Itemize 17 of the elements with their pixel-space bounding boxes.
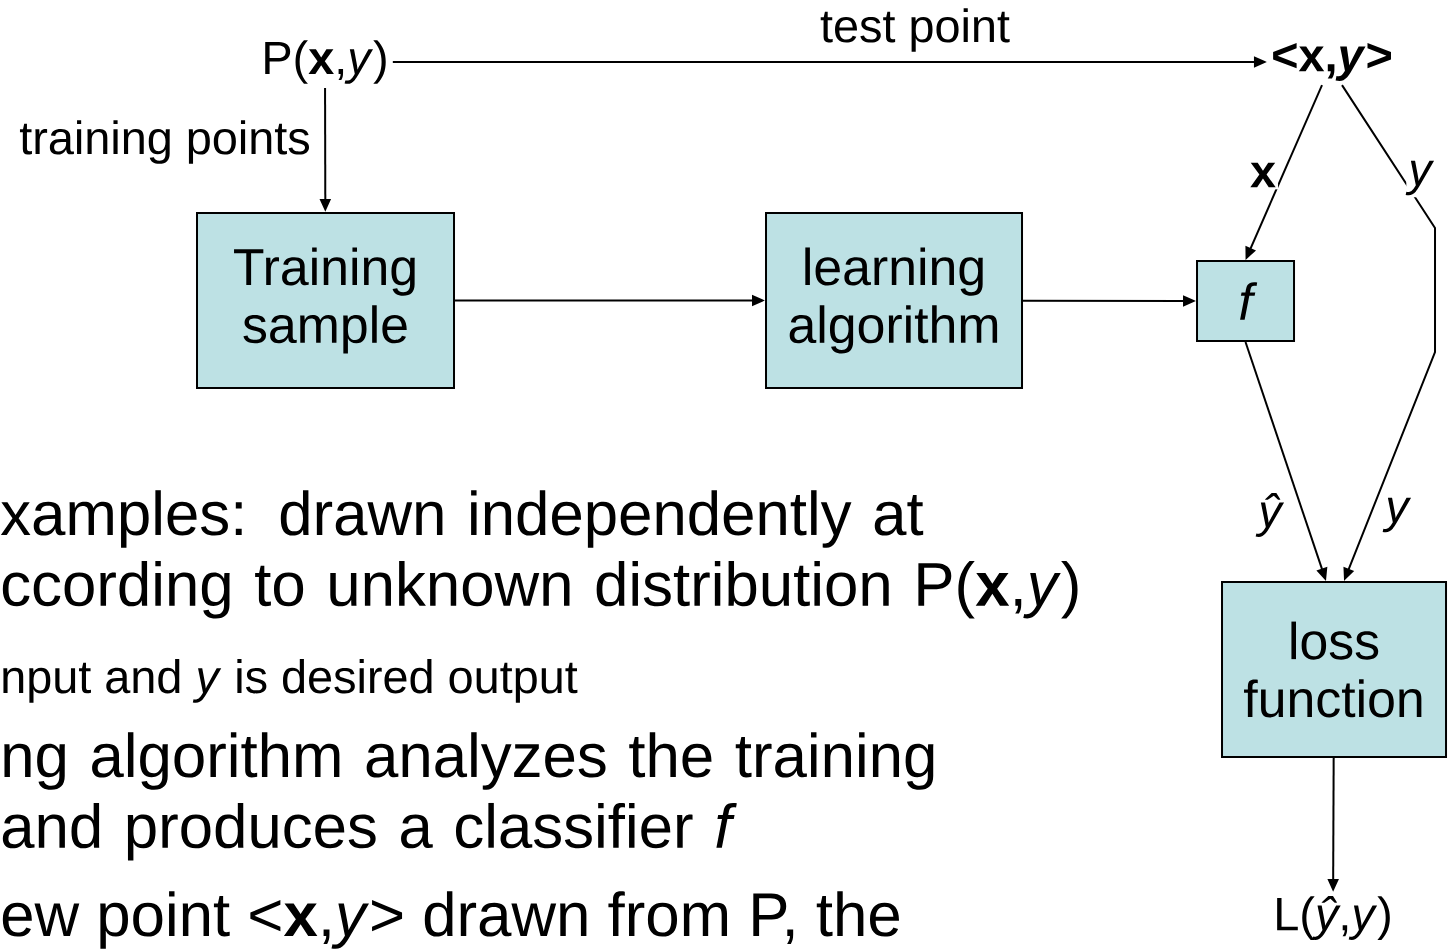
process-box: Training sample xyxy=(196,212,455,389)
edge-label: test point xyxy=(818,6,1012,54)
process-box: loss function xyxy=(1221,581,1447,758)
node-text: L(ŷ,y) xyxy=(1277,896,1390,940)
text-label: nput and y is desired output xyxy=(3,659,578,703)
node-text: P(x,y) xyxy=(265,40,386,84)
text-label: xamples: drawn independently at ccording to unknown distribution P(x,y) xyxy=(0,490,1078,619)
text-label: y xyxy=(1382,497,1412,533)
edge-label: y xyxy=(1405,158,1435,198)
edge-label: training points xyxy=(17,118,313,166)
process-box: learning algorithm xyxy=(765,212,1023,389)
node-text: <x,y> xyxy=(1273,43,1391,81)
text-label: ng algorithm analyzes the training and produces a classifier f xyxy=(2,732,934,861)
edge-label: ŷ xyxy=(1255,491,1285,539)
edge-label: x xyxy=(1248,160,1279,190)
process-box: f xyxy=(1196,260,1295,342)
text-label: ew point <x,y> drawn from P, the xyxy=(2,891,899,949)
